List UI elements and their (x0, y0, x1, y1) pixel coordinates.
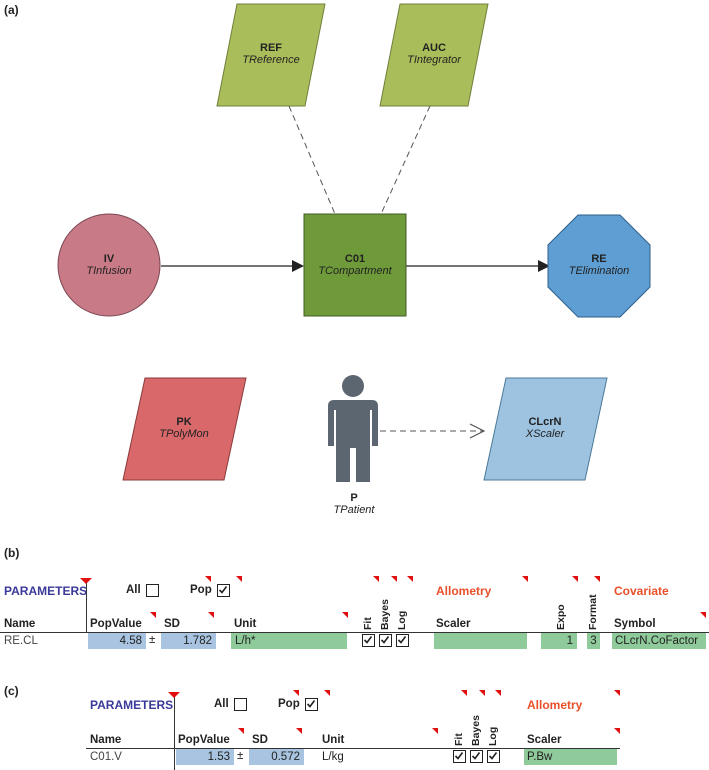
popvalue-field[interactable]: 1.53 (176, 749, 234, 765)
parameters-title: PARAMETERS (90, 698, 174, 712)
auc-node-shape (379, 3, 489, 107)
iv-node-shape (57, 213, 161, 317)
all-checkbox[interactable] (146, 584, 159, 597)
symbol-header: Symbol (614, 618, 656, 630)
scaler-field[interactable]: P.Bw (524, 749, 617, 765)
unit-field[interactable]: L/h* (231, 633, 347, 649)
p-node-name: P (350, 492, 358, 504)
unit-header: Unit (322, 734, 345, 746)
log-header: Log (396, 610, 408, 630)
clcrn-node-shape (483, 377, 608, 481)
bayes-checkbox[interactable] (470, 750, 483, 763)
pk-node-shape (122, 377, 247, 481)
all-checkbox[interactable] (234, 698, 247, 711)
unit-field[interactable]: L/kg (322, 751, 344, 763)
p-node[interactable]: P TPatient (318, 492, 390, 516)
header-rule (0, 632, 709, 633)
c01-node-name: C01 (344, 253, 366, 265)
clcrn-node-type: XScaler (525, 428, 565, 440)
panel-a-label: (a) (4, 3, 19, 17)
sd-header: SD (164, 618, 180, 630)
param-name: C01.V (90, 751, 122, 763)
p-node-type: TPatient (333, 504, 375, 516)
plusminus: ± (149, 634, 156, 646)
iv-node-name: IV (103, 253, 115, 265)
clcrn-node-name: CLcrN (528, 416, 562, 428)
bayes-checkbox[interactable] (379, 634, 392, 647)
covariate-title: Covariate (614, 584, 669, 598)
popvalue-field[interactable]: 4.58 (88, 633, 146, 649)
log-checkbox[interactable] (396, 634, 409, 647)
pop-label: Pop (190, 584, 212, 596)
header-rule (86, 748, 620, 749)
allometry-title: Allometry (527, 698, 583, 712)
bayes-header: Bayes (379, 599, 391, 630)
auc-node-type: TIntegrator (407, 54, 461, 66)
bayes-header: Bayes (470, 715, 482, 746)
auc-node[interactable]: AUC TIntegrator (394, 42, 474, 66)
log-header: Log (487, 726, 499, 746)
popvalue-header: PopValue (90, 618, 142, 630)
scaler-header: Scaler (436, 618, 471, 630)
ref-node-type: TReference (242, 54, 300, 66)
pop-checkbox[interactable] (217, 584, 230, 597)
pk-node-name: PK (176, 416, 192, 428)
c01-node-type: TCompartment (318, 265, 392, 277)
pk-node[interactable]: PK TPolyMon (139, 416, 229, 440)
param-name: RE.CL (4, 635, 38, 647)
parameters-title: PARAMETERS (4, 584, 88, 598)
fit-header: Fit (453, 733, 465, 746)
panel-c-label: (c) (4, 684, 19, 698)
name-header: Name (90, 734, 122, 746)
column-divider (86, 578, 87, 633)
fit-checkbox[interactable] (453, 750, 466, 763)
ref-node-shape (216, 3, 326, 107)
iv-node-type: TInfusion (86, 265, 132, 277)
ref-node[interactable]: REF TReference (231, 42, 311, 66)
expo-field[interactable]: 1 (541, 633, 577, 649)
re-node-name: RE (591, 253, 607, 265)
sd-field[interactable]: 0.572 (249, 749, 304, 765)
plusminus: ± (237, 750, 244, 762)
pk-node-type: TPolyMon (159, 428, 209, 440)
ref-node-name: REF (260, 42, 282, 54)
scaler-field[interactable] (434, 633, 527, 649)
c01-node-shape (303, 213, 407, 317)
pop-checkbox[interactable] (305, 698, 318, 711)
auc-node-name: AUC (422, 42, 446, 54)
auc-link-line (380, 105, 431, 215)
format-field[interactable]: 3 (587, 633, 600, 649)
panel-b-label: (b) (4, 546, 20, 560)
c01-node[interactable]: C01 TCompartment (305, 253, 405, 277)
re-node-type: TElimination (568, 265, 630, 277)
fit-header: Fit (362, 617, 374, 630)
person-icon (328, 375, 378, 482)
expo-header: Expo (555, 604, 567, 630)
pop-label: Pop (278, 698, 300, 710)
all-label: All (214, 698, 229, 710)
allometry-title: Allometry (436, 584, 492, 598)
clcrn-node[interactable]: CLcrN XScaler (500, 416, 590, 440)
format-header: Format (587, 594, 599, 630)
re-node-shape (547, 214, 651, 318)
column-divider (174, 692, 175, 770)
log-checkbox[interactable] (487, 750, 500, 763)
all-label: All (126, 584, 141, 596)
name-header: Name (4, 618, 36, 630)
fit-checkbox[interactable] (362, 634, 375, 647)
ref-link-line (288, 105, 336, 215)
model-diagram (57, 3, 651, 482)
sd-header: SD (252, 734, 268, 746)
popvalue-header: PopValue (178, 734, 230, 746)
unit-header: Unit (234, 618, 257, 630)
scaler-header: Scaler (527, 734, 562, 746)
sd-field[interactable]: 1.782 (161, 633, 216, 649)
re-node[interactable]: RE TElimination (549, 253, 649, 277)
iv-node[interactable]: IV TInfusion (64, 253, 154, 277)
symbol-field[interactable]: CLcrN.CoFactor (612, 633, 706, 649)
